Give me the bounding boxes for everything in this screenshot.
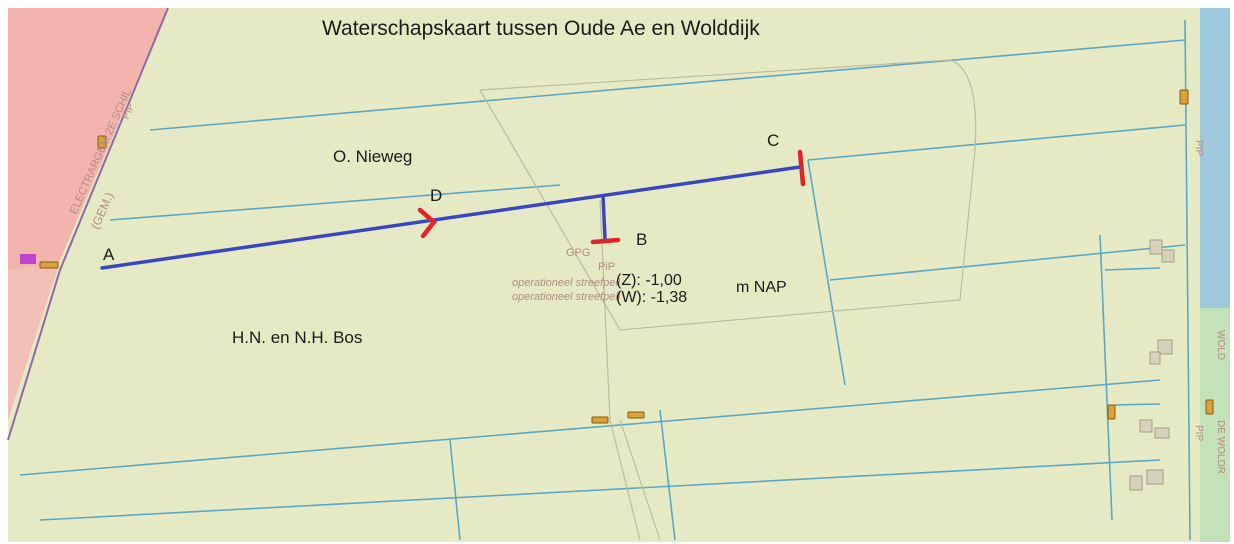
pip-label-center: PiP	[598, 261, 615, 273]
ditch-network	[19, 19, 1191, 541]
marker-d-arrow	[417, 207, 438, 239]
water-strip-east	[1200, 8, 1230, 308]
culverts	[39, 89, 1214, 424]
route-segment-a-c	[100, 165, 802, 270]
level-unit: m NAP	[736, 279, 787, 296]
road-edge-west	[59, 7, 169, 271]
winter-level: (W): -1,38	[616, 289, 687, 306]
map-title: Waterschapskaart tussen Oude Ae en Woldd…	[322, 17, 760, 40]
area-label-north: O. Nieweg	[333, 147, 412, 166]
pump-code-label: GPG	[566, 247, 590, 259]
target-level-label-1: operationeel streefpeil	[512, 277, 621, 289]
pip-label-east-2: PIP	[1193, 425, 1204, 441]
green-strip-east	[1200, 308, 1230, 542]
marker-b	[590, 237, 621, 245]
point-label-c: C	[767, 131, 779, 150]
road-zone-west	[8, 8, 168, 420]
pump-station-icon	[20, 254, 36, 264]
point-label-d: D	[430, 186, 442, 205]
de-woldr-label: DE WOLDR	[1215, 420, 1226, 474]
marker-c	[797, 149, 806, 187]
point-label-a: A	[103, 245, 115, 264]
houses	[1129, 239, 1175, 491]
point-label-b: B	[636, 230, 647, 249]
area-label-south: H.N. en N.H. Bos	[232, 328, 362, 347]
polder-area	[8, 8, 1230, 542]
faint-paths	[478, 59, 977, 541]
summer-level: (Z): -1,00	[616, 272, 682, 289]
road-zone-west-lower	[8, 262, 60, 420]
route	[100, 165, 802, 270]
pip-label-east: PIP	[1193, 140, 1204, 156]
route-segment-junction-b	[601, 194, 607, 240]
markers	[417, 149, 806, 245]
wold-label: WOLD	[1215, 330, 1226, 360]
road-edge-west-2	[7, 269, 61, 441]
target-level-label-2: operationeel streefpeil	[512, 291, 621, 303]
